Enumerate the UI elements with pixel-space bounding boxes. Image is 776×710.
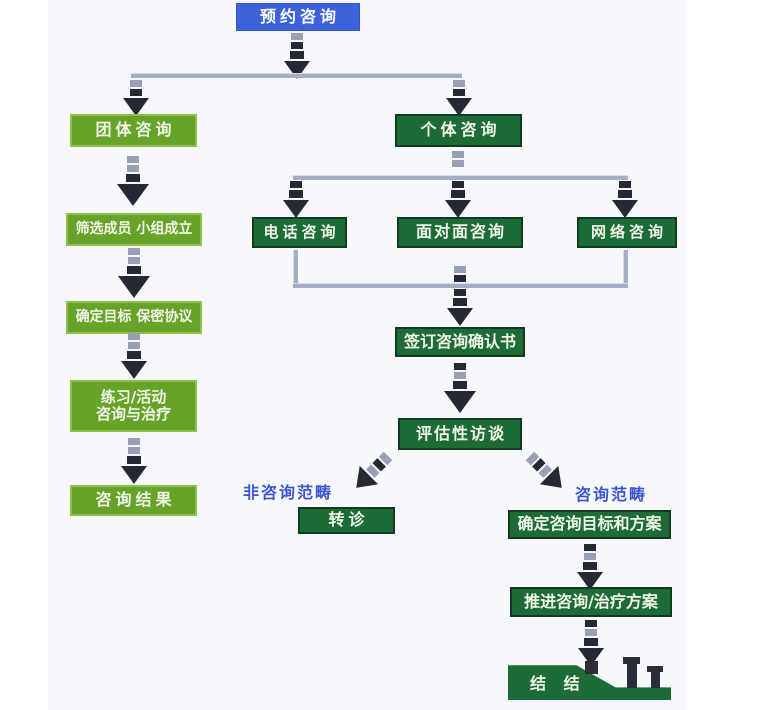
- node-define-goals-plan: 确定咨询目标和方案: [508, 510, 671, 539]
- arrow-rail-to-face-icon: [441, 181, 475, 218]
- practice-line-2: 咨询与治疗: [95, 405, 171, 423]
- node-assessment-interview: 评估性访谈: [398, 418, 522, 450]
- node-counseling-result: 咨询结果: [70, 485, 197, 516]
- split-rail-top: [131, 73, 462, 78]
- connector-face-to-merge-icon: [443, 266, 477, 284]
- branch-label-scope: 咨询范畴: [575, 485, 648, 504]
- node-goals-confidentiality: 确定目标 保密协议: [66, 301, 202, 334]
- artifact-mark-cap-2: [647, 666, 663, 672]
- arrow-sign-to-assessment-icon: [443, 363, 477, 413]
- end-label: 结 结: [530, 674, 586, 693]
- split-rail-individual: [293, 175, 628, 180]
- node-referral: 转诊: [298, 507, 395, 534]
- merge-bracket-right: [623, 250, 628, 288]
- arrow-split-to-group-icon: [119, 80, 153, 116]
- arrow-rail-to-phone-icon: [279, 181, 313, 218]
- node-individual-counseling: 个体咨询: [395, 114, 522, 147]
- arrow-practice-to-result-icon: [117, 438, 151, 484]
- node-sign-confirmation: 签订咨询确认书: [395, 327, 525, 357]
- node-screening-members: 筛选成员 小组成立: [66, 213, 202, 246]
- node-face-to-face-counseling: 面对面咨询: [397, 217, 523, 248]
- arrow-rail-to-online-icon: [608, 181, 642, 218]
- node-advance-plan: 推进咨询/治疗方案: [510, 587, 672, 617]
- arrow-screening-to-goals-icon: [117, 248, 151, 298]
- practice-line-1: 练习/活动: [100, 387, 167, 406]
- arrow-advance-to-end-icon: [574, 620, 608, 666]
- node-practice-activity: 练习/活动 咨询与治疗: [70, 380, 197, 432]
- merge-bracket-left: [293, 250, 298, 288]
- artifact-arrow-remnant: [585, 661, 598, 674]
- artifact-mark-body-2: [651, 672, 660, 688]
- node-group-counseling: 团体咨询: [70, 114, 197, 147]
- arrow-goals-to-practice-icon: [117, 333, 151, 379]
- artifact-mark-body-1: [627, 664, 637, 688]
- arrow-group-to-screening-icon: [116, 156, 150, 206]
- arrow-merge-to-sign-icon: [443, 289, 477, 326]
- node-online-counseling: 网络咨询: [577, 217, 677, 248]
- node-phone-counseling: 电话咨询: [252, 217, 347, 248]
- artifact-mark-cap-1: [623, 657, 640, 664]
- connector-individual-to-rail-icon: [441, 151, 475, 169]
- merge-bracket-bottom: [293, 283, 628, 288]
- node-appointment: 预约咨询: [236, 3, 360, 31]
- branch-label-non-scope: 非咨询范畴: [243, 483, 334, 502]
- arrow-plan-to-advance-icon: [573, 544, 607, 590]
- arrow-split-to-individual-icon: [442, 80, 476, 116]
